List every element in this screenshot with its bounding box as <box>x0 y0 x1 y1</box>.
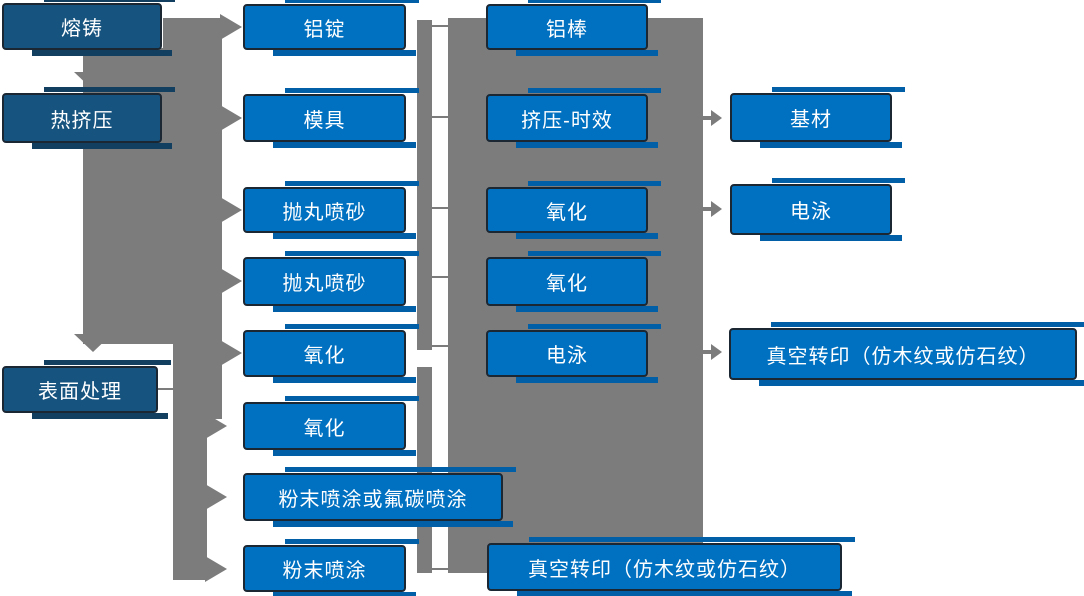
arrow-to-base-material-icon <box>703 110 722 126</box>
arrow-to-mold-icon <box>220 105 242 131</box>
connector-band-lower-narrow <box>173 419 207 580</box>
node-oxidation-1: 氧化 <box>243 324 419 383</box>
node-aluminum-rod: 铝棒 <box>486 0 661 56</box>
link-line-vacuum-bottom <box>432 568 448 570</box>
node-shot-blasting-1: 抛丸喷砂 <box>243 181 419 239</box>
arrow-down-to-surface-treatment-icon <box>74 334 112 352</box>
arrow-to-oxidation-2-icon <box>205 413 227 439</box>
node-oxidation-3: 氧化 <box>486 181 661 239</box>
arrow-down-to-hot-extrusion-icon <box>74 72 112 90</box>
node-base-material: 基材 <box>730 87 905 148</box>
arrow-to-shot-blasting-2-icon <box>220 268 242 294</box>
link-line-extrusion-aging <box>432 116 448 118</box>
connector-band-lower-wide <box>173 344 222 419</box>
link-line-aluminum-rod <box>432 25 448 27</box>
link-line-oxidation-3 <box>432 207 448 209</box>
arrow-tip <box>711 201 722 217</box>
node-oxidation-2: 氧化 <box>243 396 419 456</box>
arrow-to-oxidation-1-icon <box>220 340 242 366</box>
node-vacuum-transfer-bottom: 真空转印（仿木纹或仿石纹） <box>487 537 855 596</box>
arrow-to-shot-blasting-1-icon <box>220 197 242 223</box>
node-powder-coating: 粉末喷涂 <box>243 539 419 596</box>
link-line-surface-treatment <box>156 388 174 390</box>
arrow-tip <box>711 344 722 360</box>
arrow-to-aluminum-ingot-icon <box>220 14 242 40</box>
connector-bar-middle-upper <box>417 20 432 350</box>
node-mold: 模具 <box>243 88 419 148</box>
node-hot-extrusion: 热挤压 <box>2 87 175 149</box>
node-extrusion-aging: 挤压-时效 <box>486 88 661 148</box>
node-aluminum-ingot: 铝锭 <box>243 0 419 56</box>
node-electrophoresis-mid: 电泳 <box>486 324 661 383</box>
node-surface-treatment: 表面处理 <box>2 360 171 419</box>
arrow-to-electrophoresis-right-icon <box>703 201 722 217</box>
node-melting: 熔铸 <box>2 0 175 56</box>
node-shot-blasting-2: 抛丸喷砂 <box>243 251 419 312</box>
arrow-tip <box>711 110 722 126</box>
arrow-to-powder-coating-icon <box>205 556 227 582</box>
link-line-oxidation-4 <box>432 276 448 278</box>
connector-band-top-stub <box>163 18 222 51</box>
arrow-to-powder-fluorocarbon-icon <box>205 484 227 510</box>
node-electrophoresis-right: 电泳 <box>730 178 905 241</box>
arrow-stem <box>703 350 712 354</box>
link-line-electrophoresis-mid <box>432 345 448 347</box>
node-vacuum-transfer-right: 真空转印（仿木纹或仿石纹） <box>729 322 1084 386</box>
node-powder-or-fluorocarbon: 粉末喷涂或氟碳喷涂 <box>243 467 516 527</box>
arrow-to-vacuum-transfer-right-icon <box>703 344 722 360</box>
arrow-stem <box>703 116 712 120</box>
arrow-stem <box>703 207 712 211</box>
node-oxidation-4: 氧化 <box>486 251 661 312</box>
